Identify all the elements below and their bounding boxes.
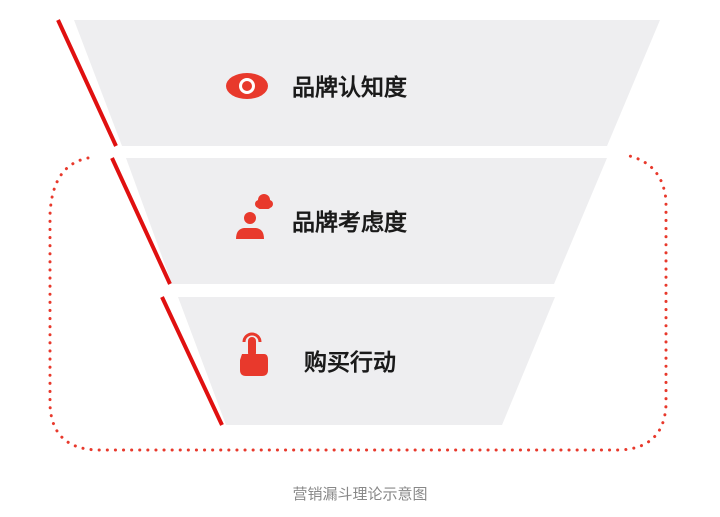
stage-band: [178, 297, 555, 425]
stage-edge-line: [110, 157, 172, 285]
stage-label: 品牌考虑度: [292, 209, 408, 236]
stage-label: 购买行动: [304, 349, 396, 376]
funnel-stage-purchase: 购买行动: [160, 296, 555, 426]
stage-band: [74, 20, 660, 146]
person-thinking-icon: [236, 194, 273, 239]
figure-caption: 营销漏斗理论示意图: [292, 485, 428, 503]
stage-edge-line: [160, 296, 224, 426]
funnel-stage-consideration: 品牌考虑度: [110, 157, 607, 285]
stage-label: 品牌认知度: [292, 74, 408, 101]
dotted-outline: [48, 153, 668, 452]
funnel-stage-awareness: 品牌认知度: [56, 19, 660, 147]
stage-band: [126, 158, 607, 284]
hand-pointer-icon: [240, 332, 268, 376]
eye-icon: [226, 73, 268, 99]
stage-edge-line: [56, 19, 118, 147]
